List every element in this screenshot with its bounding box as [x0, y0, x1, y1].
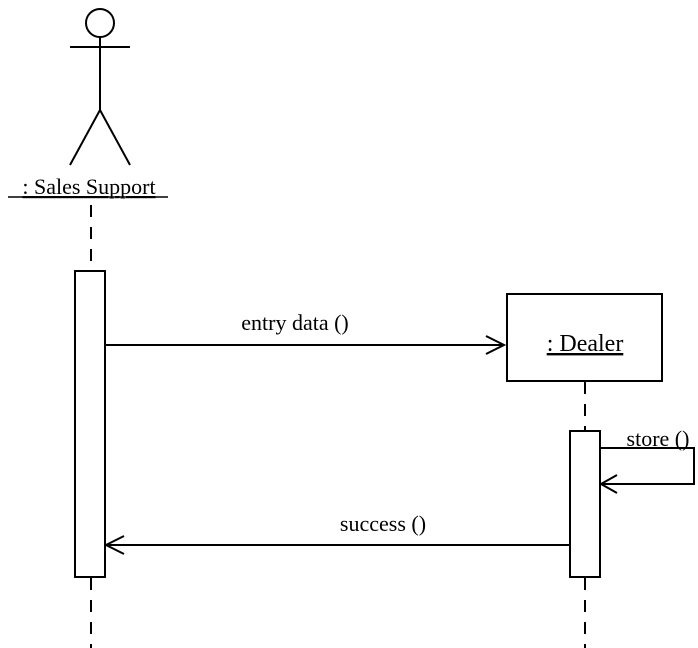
actor-activation-bar [74, 270, 106, 578]
actor-stick-figure [69, 8, 131, 166]
message-entry-data-label: entry data () [241, 310, 349, 335]
message-store-arrowhead [598, 474, 618, 494]
message-success-label: success () [340, 511, 426, 536]
message-success-arrowhead [103, 535, 125, 555]
message-success: success () [103, 511, 570, 555]
message-store-arrow-line [601, 447, 695, 485]
dealer-activation-bar [569, 430, 601, 578]
message-store: store () [598, 426, 695, 494]
message-store-label: store () [627, 426, 690, 451]
actor-right-leg [99, 109, 131, 166]
actor-name: : Sales Support [22, 174, 155, 199]
actor-left-leg [69, 109, 101, 166]
message-entry-data-arrowhead [485, 335, 507, 355]
message-entry-data: entry data () [105, 310, 507, 355]
dealer-object-box [506, 293, 663, 382]
actor-head [85, 8, 115, 38]
dealer-object-name: : Dealer [547, 331, 624, 357]
